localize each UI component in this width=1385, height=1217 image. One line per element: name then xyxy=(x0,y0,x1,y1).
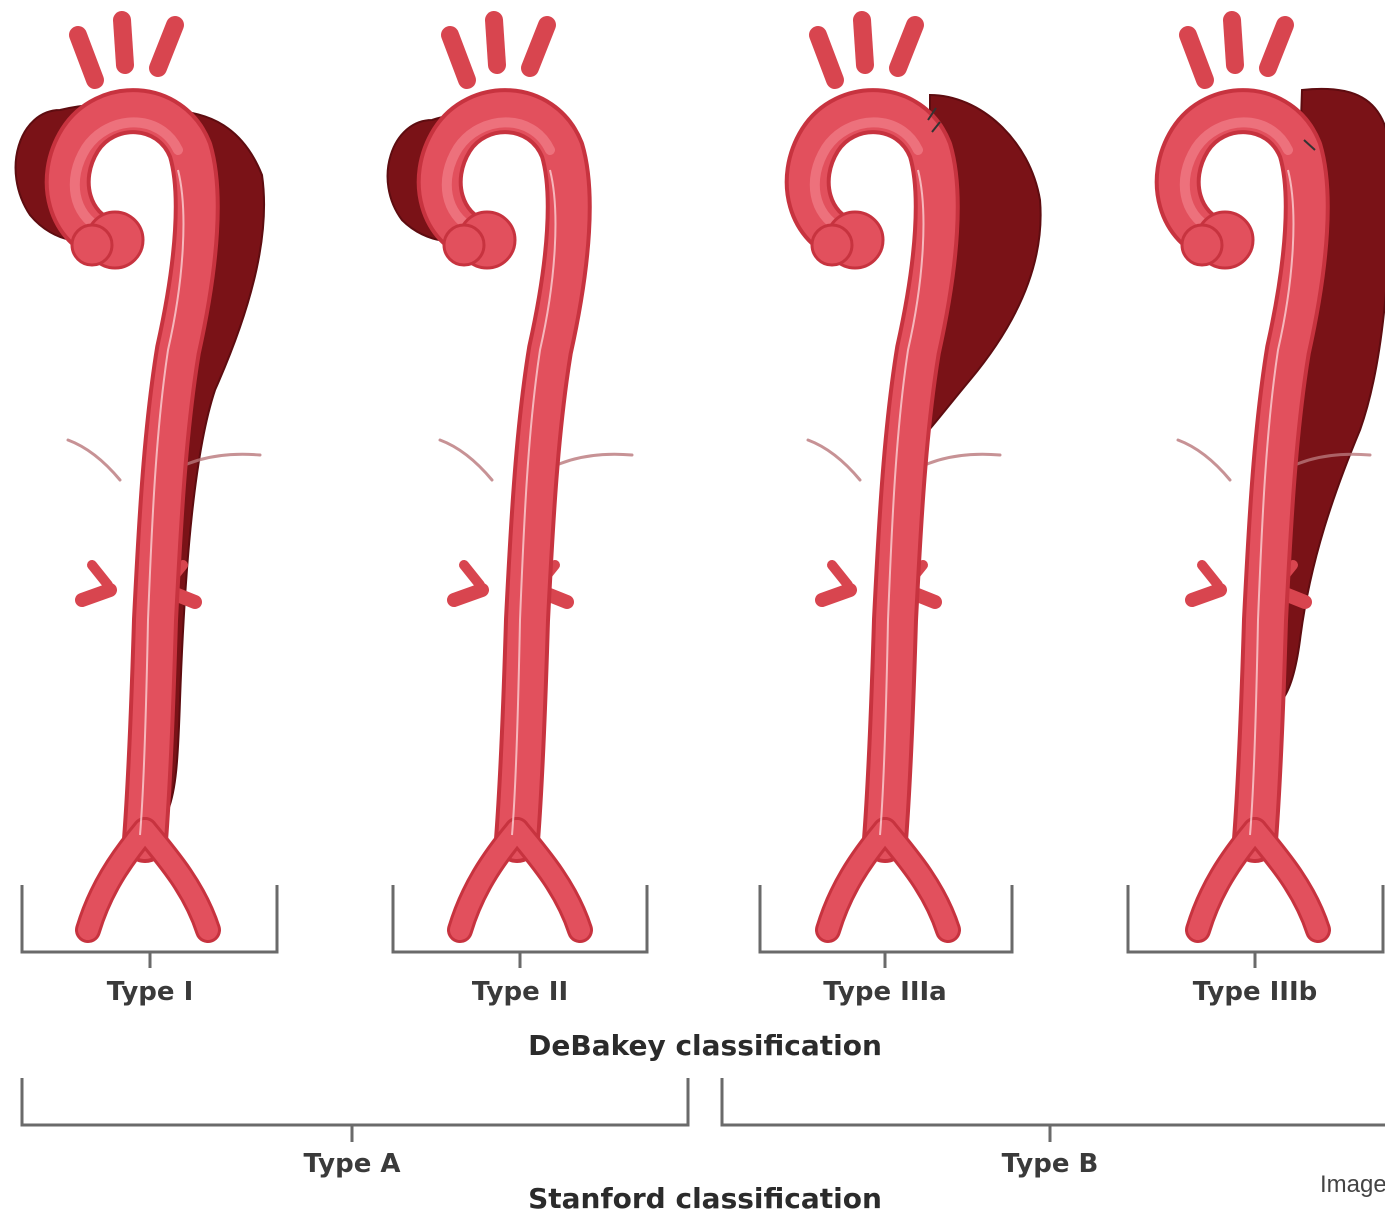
bracket-type-iiib xyxy=(1128,885,1383,968)
aorta-type-iiia xyxy=(808,20,1041,930)
label-type-iiia: Type IIIa xyxy=(823,977,946,1007)
bracket-type-iiia xyxy=(760,885,1012,968)
debakey-title: DeBakey classification xyxy=(528,1029,882,1062)
aorta-type-ii xyxy=(388,20,632,930)
aorta-type-iiib xyxy=(1178,20,1385,930)
label-type-a: Type A xyxy=(303,1149,400,1179)
bracket-type-b xyxy=(722,1078,1385,1142)
bracket-type-a xyxy=(22,1078,688,1142)
image-credit: Image xyxy=(1320,1171,1385,1198)
bracket-type-i xyxy=(22,885,277,968)
aorta-type-i xyxy=(16,20,265,930)
debakey-brackets xyxy=(22,885,1383,968)
label-type-iiib: Type IIIb xyxy=(1193,977,1318,1007)
bracket-type-ii xyxy=(393,885,647,968)
stanford-brackets xyxy=(22,1078,1385,1142)
label-type-ii: Type II xyxy=(472,977,568,1007)
stanford-title: Stanford classification xyxy=(528,1182,882,1215)
label-type-i: Type I xyxy=(107,977,194,1007)
label-type-b: Type B xyxy=(1002,1149,1099,1179)
